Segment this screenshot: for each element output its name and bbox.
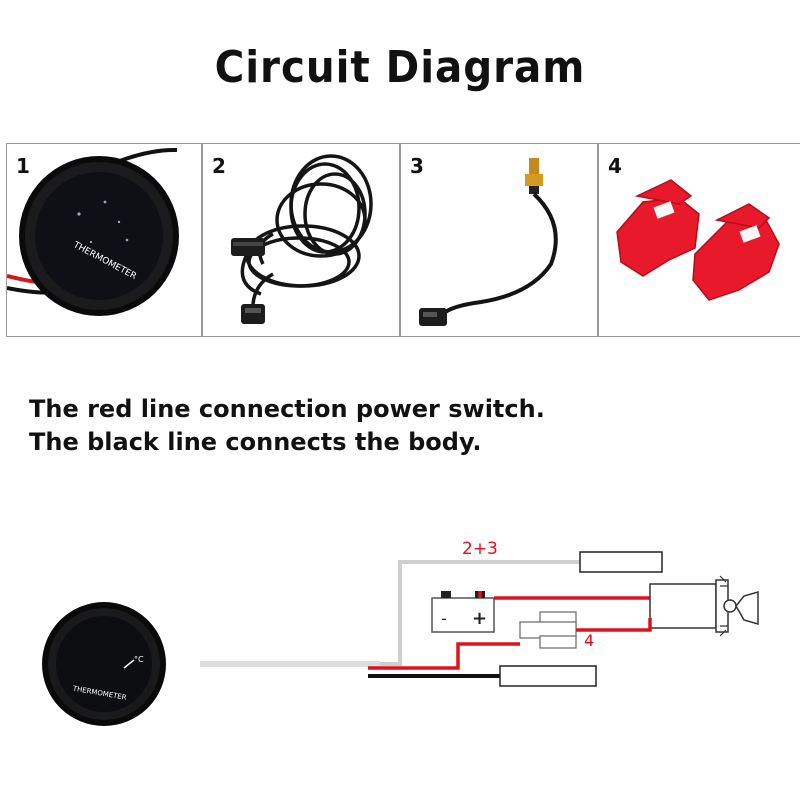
battery-red-wire [478, 591, 650, 600]
wiring-diagram: - + 2+3 4 °C THERMOMETER [42, 539, 759, 726]
ignition-switch [649, 583, 717, 629]
gauge-red-wire [368, 642, 520, 670]
panel-gauge: THERMOMETER 1 [6, 143, 202, 337]
sensor-wire [200, 560, 580, 666]
note-red-line: The red line connection power switch. [29, 395, 545, 423]
panel-number: 4 [608, 154, 622, 178]
ground-box [499, 665, 597, 687]
sensor-illustration [419, 158, 558, 326]
page-title: Circuit Diagram [214, 42, 586, 93]
harness-illustration [231, 154, 373, 324]
wiring-gauge: °C THERMOMETER [42, 602, 166, 726]
panel-harness: 2 [202, 143, 400, 337]
note-black-line: The black line connects the body. [29, 428, 482, 456]
panel-number: 1 [16, 154, 30, 178]
panel-connectors: 4 [598, 143, 800, 337]
battery-plus: + [472, 608, 487, 629]
panel-number: 3 [410, 154, 424, 178]
battery-minus: - [441, 609, 447, 628]
panel-sensor: 3 [400, 143, 598, 337]
battery [431, 597, 495, 633]
gauge-illustration: THERMOMETER [7, 147, 179, 316]
sensor-box [579, 551, 663, 573]
svg-text:°C: °C [134, 655, 144, 664]
component-strip: THERMOMETER 1 2 [6, 143, 800, 339]
label-connector: 4 [584, 631, 594, 650]
connectors-illustration [616, 179, 780, 301]
label-sensor: 2+3 [462, 539, 498, 559]
panel-number: 2 [212, 154, 226, 178]
